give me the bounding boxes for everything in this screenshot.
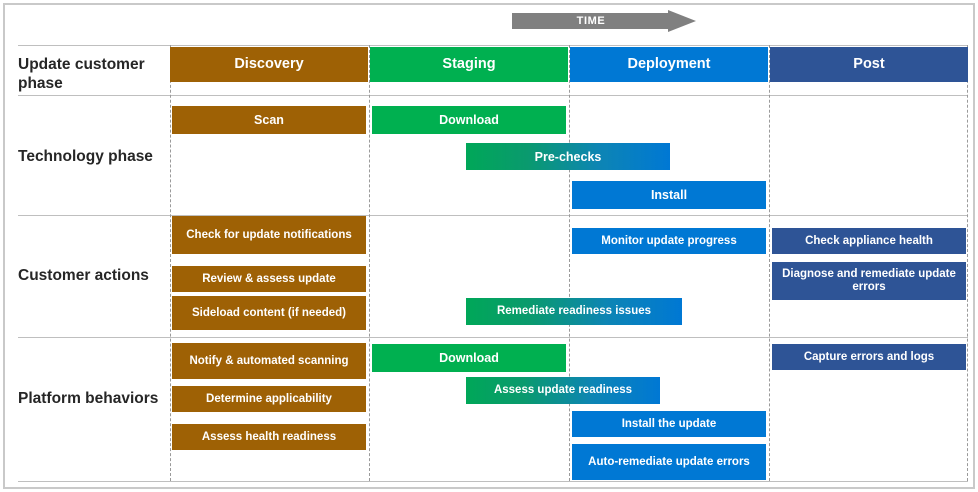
row-separator-3 <box>18 337 968 338</box>
customer-bar-diagnose-and-remediate-update-errors[interactable]: Diagnose and remediate update errors <box>772 262 966 300</box>
phase-header-discovery[interactable]: Discovery <box>170 47 368 82</box>
column-guide-discovery-start <box>170 45 171 481</box>
column-guide-staging-start <box>369 45 370 481</box>
row-separator-2 <box>18 215 968 216</box>
row-label-update-customer-phase: Update customer phase <box>18 56 145 92</box>
customer-bar-check-for-update-notifications[interactable]: Check for update notifications <box>172 216 366 254</box>
column-guide-end <box>967 45 968 481</box>
time-arrow-shaft <box>512 13 670 29</box>
platform-bar-determine-applicability[interactable]: Determine applicability <box>172 386 366 412</box>
tech-bar-download[interactable]: Download <box>372 106 566 134</box>
customer-bar-monitor-update-progress[interactable]: Monitor update progress <box>572 228 766 254</box>
phase-header-post[interactable]: Post <box>770 47 968 82</box>
phase-header-staging[interactable]: Staging <box>370 47 568 82</box>
customer-bar-check-appliance-health[interactable]: Check appliance health <box>772 228 966 254</box>
platform-bar-notify-automated-scanning[interactable]: Notify & automated scanning <box>172 343 366 379</box>
platform-bar-assess-update-readiness[interactable]: Assess update readiness <box>466 377 660 404</box>
column-guide-deployment-start <box>569 45 570 481</box>
customer-bar-sideload-content[interactable]: Sideload content (if needed) <box>172 296 366 330</box>
phase-header-deployment[interactable]: Deployment <box>570 47 768 82</box>
platform-bar-capture-errors-and-logs[interactable]: Capture errors and logs <box>772 344 966 370</box>
platform-bar-download[interactable]: Download <box>372 344 566 372</box>
customer-bar-remediate-readiness-issues[interactable]: Remediate readiness issues <box>466 298 682 325</box>
platform-bar-assess-health-readiness[interactable]: Assess health readiness <box>172 424 366 450</box>
row-label-customer-actions: Customer actions <box>18 267 149 284</box>
tech-bar-install[interactable]: Install <box>572 181 766 209</box>
row-label-technology-phase: Technology phase <box>18 148 153 165</box>
platform-bar-install-the-update[interactable]: Install the update <box>572 411 766 437</box>
time-axis-label: TIME <box>576 14 606 27</box>
tech-bar-scan[interactable]: Scan <box>172 106 366 134</box>
row-label-platform-behaviors: Platform behaviors <box>18 390 159 407</box>
customer-bar-review-assess-update[interactable]: Review & assess update <box>172 266 366 292</box>
platform-bar-auto-remediate-update-errors[interactable]: Auto-remediate update errors <box>572 444 766 480</box>
row-separator-top <box>18 45 968 46</box>
column-guide-post-start <box>769 45 770 481</box>
time-arrow-head-icon <box>668 10 696 32</box>
tech-bar-pre-checks[interactable]: Pre-checks <box>466 143 670 170</box>
time-axis-arrow: TIME <box>512 10 696 32</box>
row-separator-bottom <box>18 481 968 482</box>
row-separator-1 <box>18 95 968 96</box>
